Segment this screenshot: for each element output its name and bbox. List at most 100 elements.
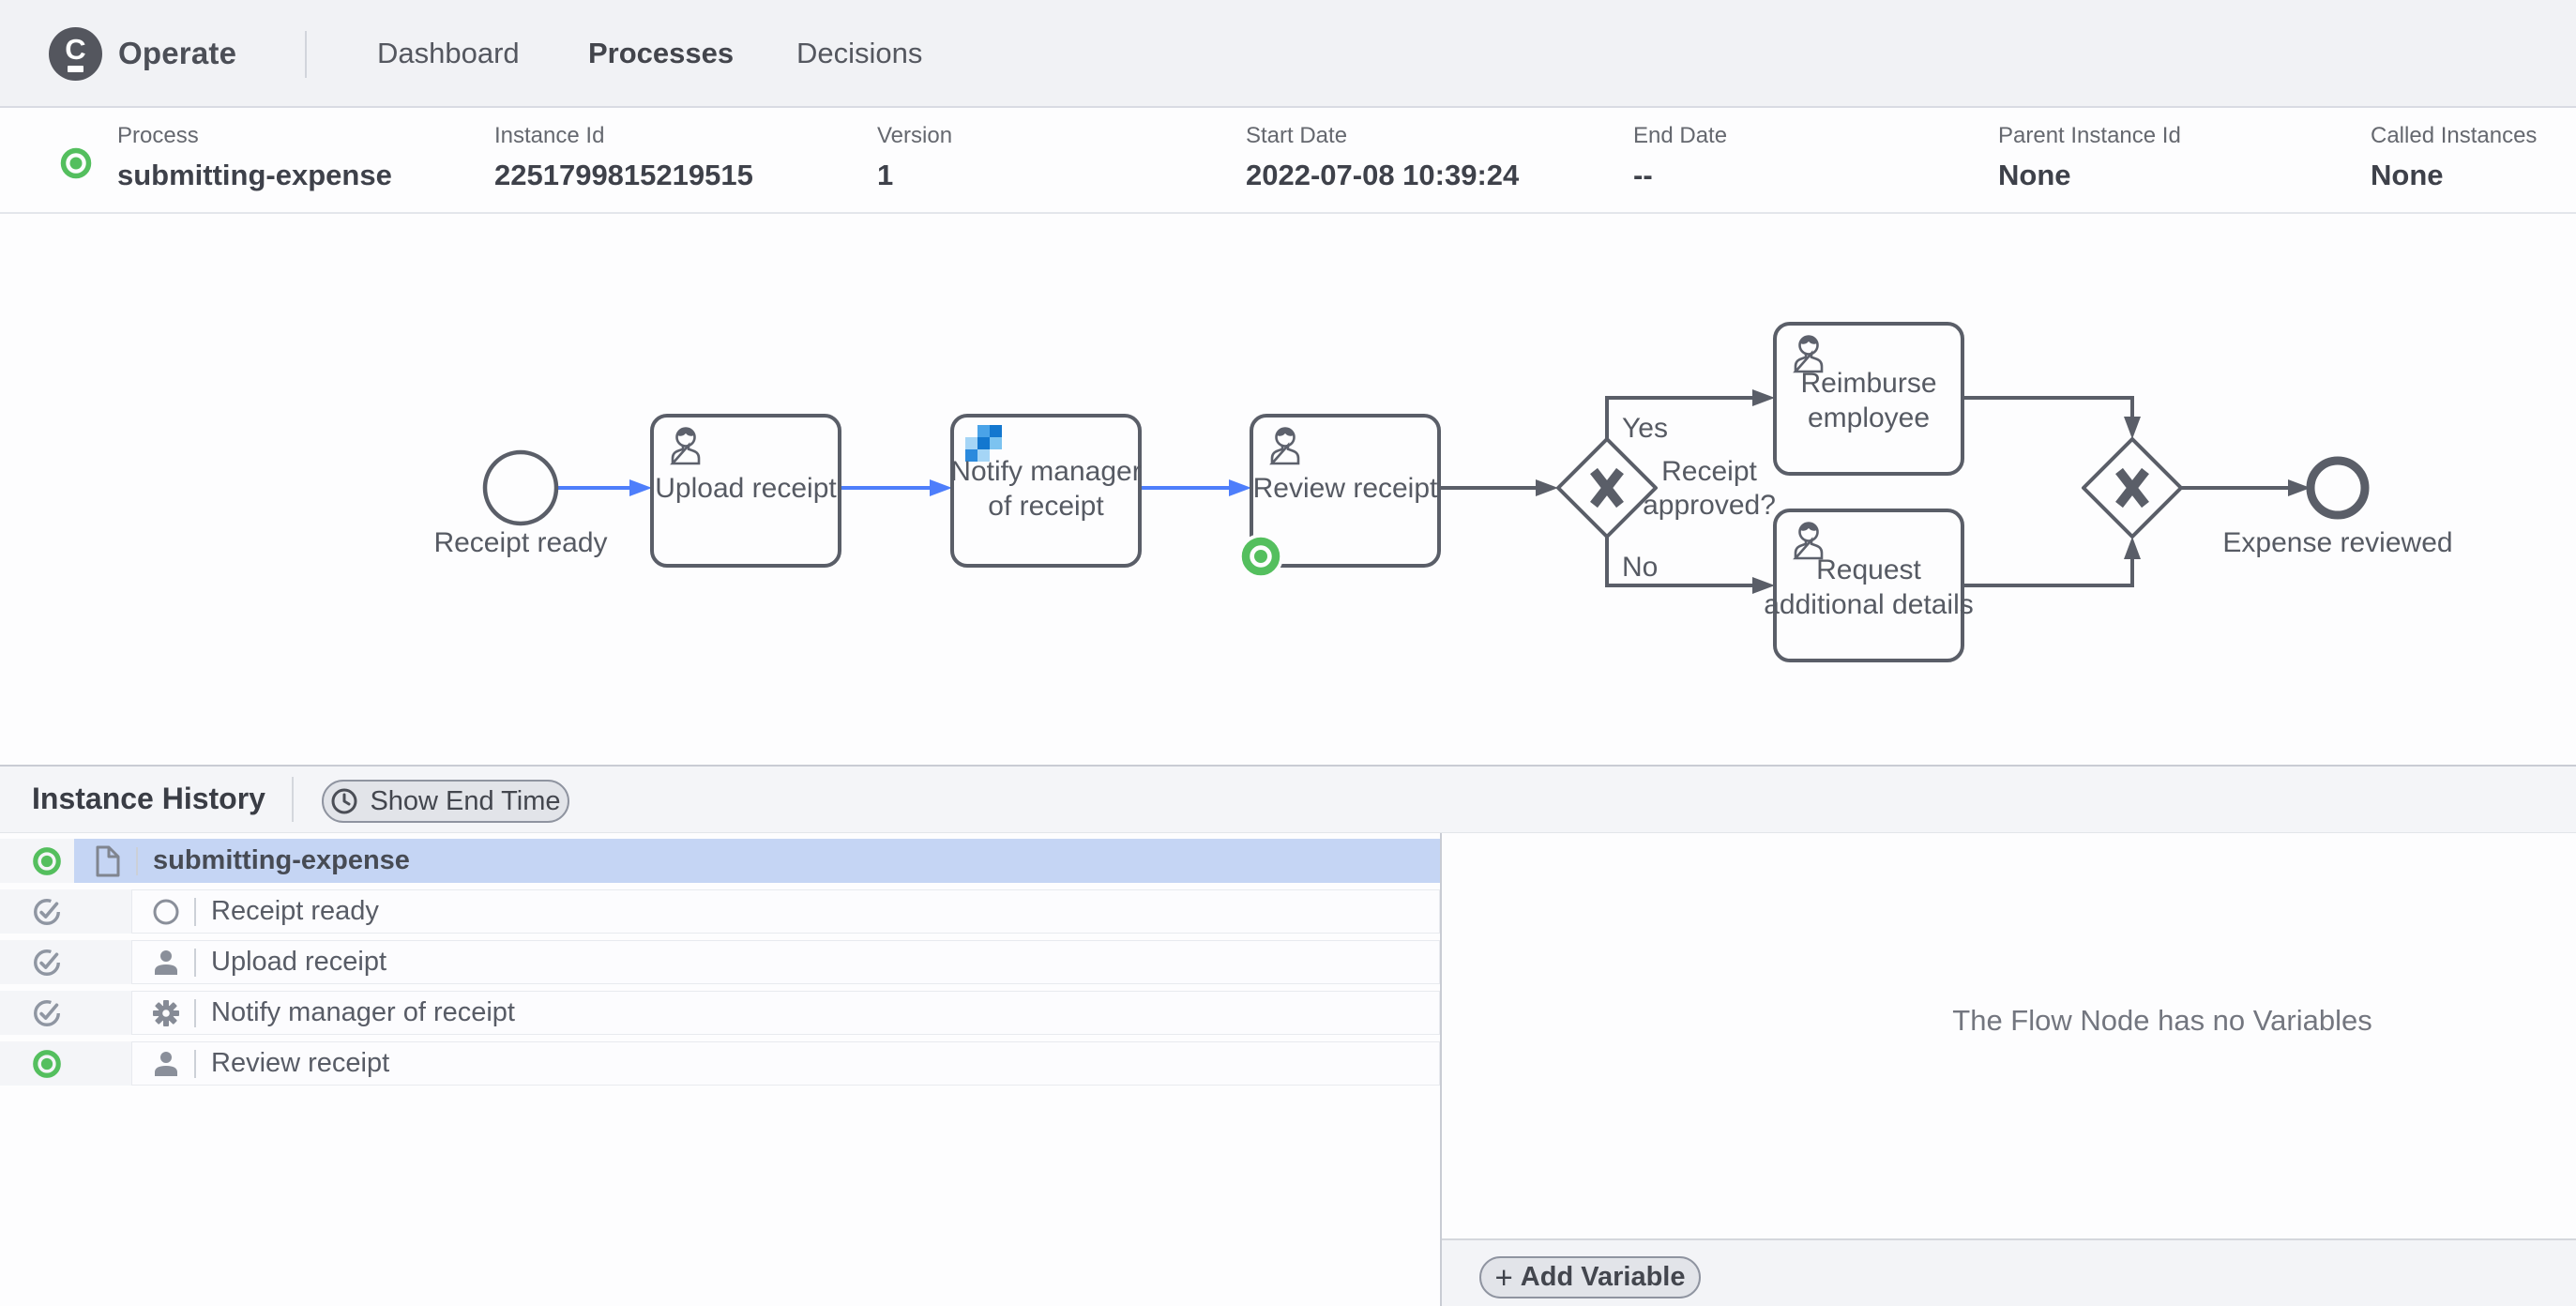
field-value: 2251799815219515 [494, 159, 753, 191]
instance-active-state-icon [60, 147, 92, 179]
field-instance-id: Instance Id 2251799815219515 [494, 123, 753, 192]
history-row-label: Notify manager of receipt [211, 997, 515, 1027]
label-reimburse-line1: Reimburse [1800, 368, 1936, 399]
label-request-line2: additional details [1764, 589, 1974, 620]
tab-dashboard[interactable]: Dashboard [377, 36, 520, 69]
user-task-icon [1269, 427, 1300, 465]
label-notify-line2: of receipt [988, 491, 1104, 522]
bpmn-task-request-additional-details[interactable] [1773, 509, 1964, 662]
flow-notify-to-review [1140, 479, 1251, 496]
history-row-label: Upload receipt [211, 947, 386, 977]
camunda-logo-icon[interactable]: C [49, 27, 102, 81]
field-value: None [1998, 159, 2071, 191]
top-navbar: C Operate Dashboard Processes Decisions [0, 0, 2576, 108]
field-label: Parent Instance Id [1998, 123, 2181, 148]
add-variable-label: Add Variable [1520, 1262, 1686, 1292]
logo-underscore [68, 65, 83, 72]
field-called-instances: Called Instances None [2371, 123, 2537, 192]
clock-icon [331, 788, 357, 814]
history-row-upload-receipt[interactable]: Upload receipt [0, 940, 1440, 984]
history-row-notify-manager[interactable]: Notify manager of receipt [0, 991, 1440, 1035]
field-label: Process [117, 123, 199, 148]
tab-decisions[interactable]: Decisions [796, 36, 923, 69]
field-label: Start Date [1246, 123, 1348, 148]
field-value: submitting-expense [117, 159, 392, 191]
bpmn-gateway-receipt-approved[interactable] [1556, 437, 1658, 539]
logo-letter: C [65, 32, 86, 66]
history-row-receipt-ready[interactable]: Receipt ready [0, 889, 1440, 934]
label-receipt-ready: Receipt ready [433, 527, 607, 558]
bpmn-start-event-receipt-ready[interactable] [482, 449, 559, 526]
label-upload-receipt: Upload receipt [655, 473, 837, 504]
field-label: Version [877, 123, 953, 148]
row-divider [194, 998, 196, 1027]
history-row-review-receipt[interactable]: Review receipt [0, 1041, 1440, 1086]
xor-marker-icon [2115, 467, 2149, 509]
xor-marker-icon [1590, 467, 1624, 509]
field-value: None [2371, 159, 2444, 191]
label-gateway-question-line2: approved? [1643, 490, 1776, 521]
user-task-icon [155, 1051, 177, 1076]
tab-processes[interactable]: Processes [588, 36, 735, 69]
label-notify-line1: Notify manager [950, 456, 1141, 487]
nav-divider [305, 31, 307, 78]
bpmn-gateway-join[interactable] [2082, 437, 2183, 539]
user-task-icon [670, 427, 701, 465]
flow-yes-to-reimburse [1605, 389, 1775, 439]
field-value: 1 [877, 159, 894, 191]
field-parent-instance-id: Parent Instance Id None [1998, 123, 2181, 192]
app-title[interactable]: Operate [118, 35, 237, 70]
history-row-label: Review receipt [211, 1048, 390, 1078]
start-event-icon [153, 899, 179, 924]
row-divider [136, 846, 138, 875]
bpmn-task-reimburse-employee[interactable] [1773, 322, 1964, 476]
label-request-line1: Request [1816, 554, 1921, 585]
flow-request-to-join [1962, 537, 2141, 587]
active-instance-badge [1238, 534, 1283, 579]
history-row-submitting-expense[interactable]: submitting-expense [0, 839, 1440, 883]
row-divider [194, 897, 196, 926]
process-document-icon [96, 845, 120, 876]
label-flow-yes: Yes [1622, 413, 1668, 444]
variables-empty-message: The Flow Node has no Variables [1952, 1004, 2372, 1037]
bpmn-task-upload-receipt[interactable] [650, 414, 841, 568]
flow-reimburse-to-join [1962, 396, 2141, 439]
flow-no-to-request [1605, 537, 1775, 594]
history-row-label: submitting-expense [153, 845, 410, 875]
bpmn-end-event-expense-reviewed[interactable] [2306, 456, 2370, 520]
instance-header: Process submitting-expense Instance Id 2… [0, 108, 2576, 214]
history-row-label: Receipt ready [211, 896, 379, 926]
flow-review-to-gateway [1439, 479, 1558, 496]
bpmn-diagram-canvas[interactable]: Receipt ready Upload receipt Notify mana… [0, 214, 2576, 765]
field-value: -- [1633, 159, 1653, 191]
field-end-date: End Date -- [1633, 123, 1727, 192]
row-divider [194, 948, 196, 977]
label-gateway-question-line1: Receipt [1661, 456, 1757, 487]
active-state-icon [33, 847, 61, 875]
field-value: 2022-07-08 10:39:24 [1246, 159, 1520, 191]
field-label: Called Instances [2371, 123, 2538, 148]
field-process: Process submitting-expense [117, 123, 392, 192]
service-task-gear-icon [153, 999, 179, 1026]
active-state-icon [33, 1050, 61, 1078]
bpmn-task-notify-manager[interactable] [950, 414, 1142, 568]
field-label: Instance Id [494, 123, 605, 148]
connector-task-icon [965, 425, 1002, 462]
label-expense-reviewed: Expense reviewed [2222, 527, 2452, 558]
label-review-receipt: Review receipt [1253, 473, 1438, 504]
flow-start-to-upload [556, 479, 652, 496]
field-start-date: Start Date 2022-07-08 10:39:24 [1246, 123, 1519, 192]
show-end-time-button[interactable]: Show End Time [322, 780, 569, 823]
row-divider [194, 1049, 196, 1078]
variables-panel-divider[interactable] [1440, 833, 1442, 1306]
bpmn-labels: Receipt ready Upload receipt Notify mana… [433, 368, 2452, 620]
add-variable-button[interactable]: + Add Variable [1479, 1256, 1701, 1298]
bpmn-task-review-receipt[interactable] [1238, 414, 1441, 579]
user-task-icon [1793, 522, 1824, 560]
field-label: End Date [1633, 123, 1728, 148]
show-end-time-label: Show End Time [370, 785, 561, 816]
completed-state-icon [34, 1000, 60, 1026]
label-flow-no: No [1622, 552, 1658, 583]
instance-history-title: Instance History [32, 782, 265, 815]
